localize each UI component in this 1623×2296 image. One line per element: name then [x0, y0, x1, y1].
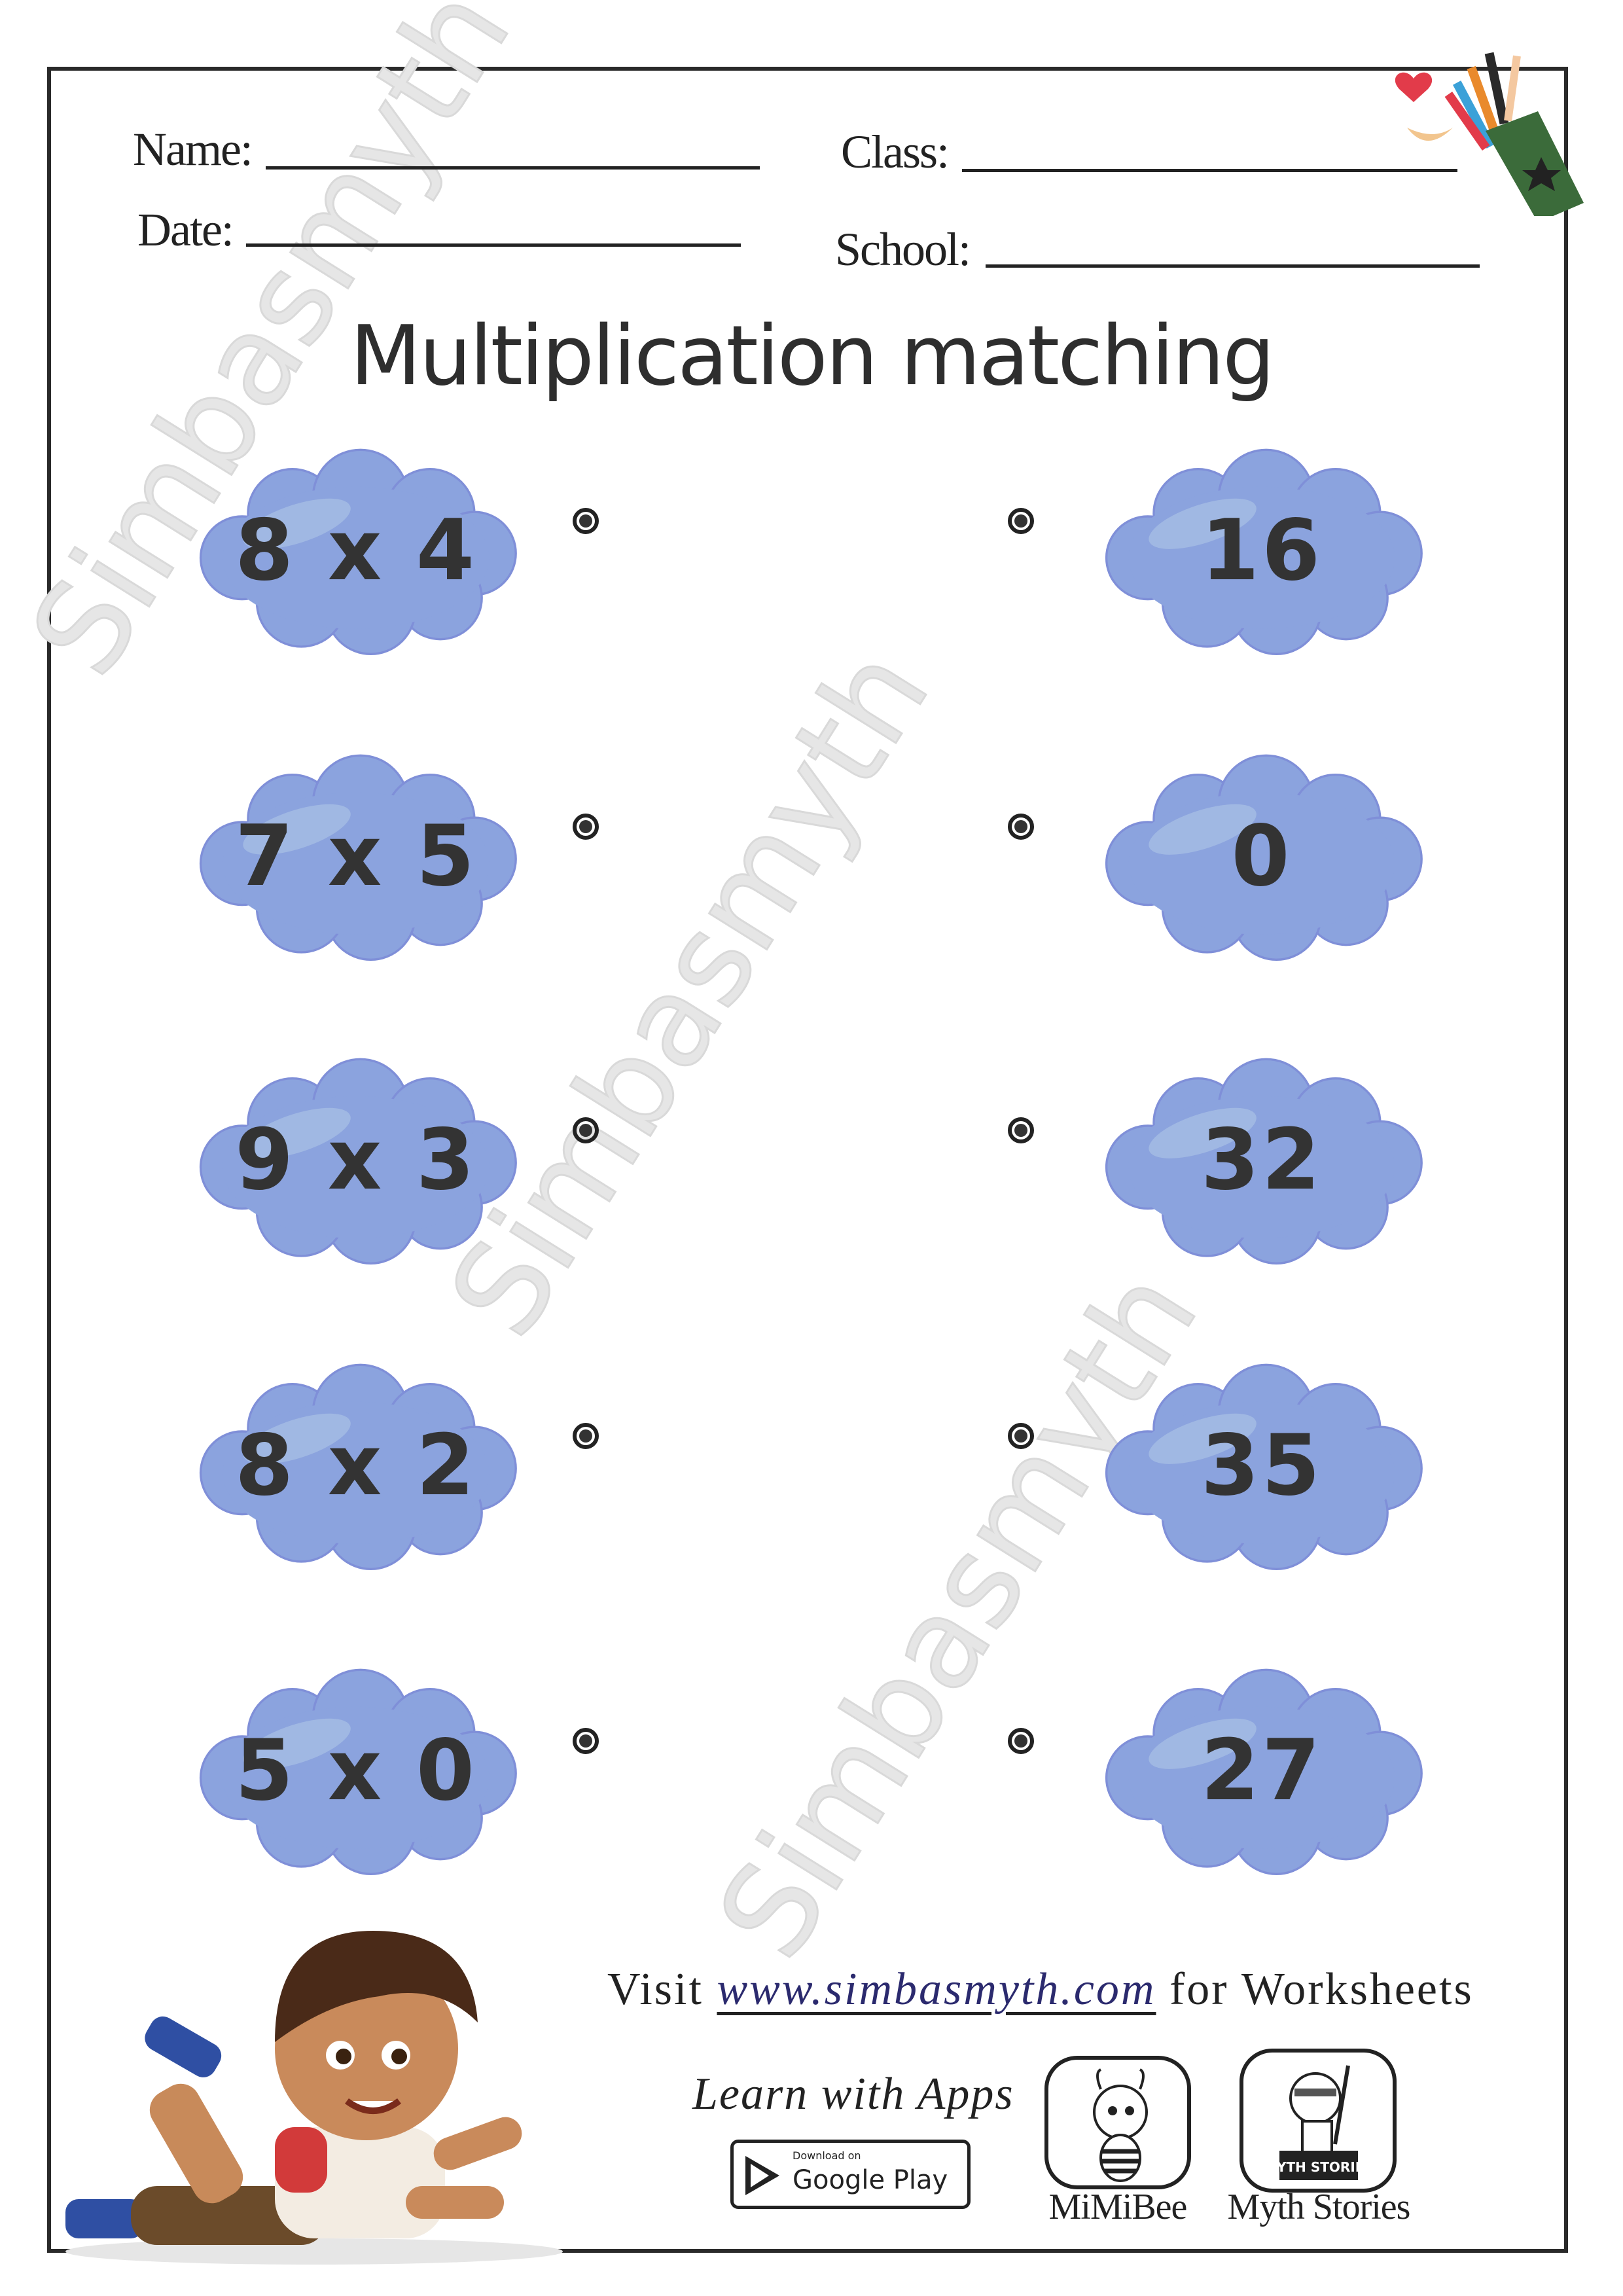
answer-text: 0	[1231, 807, 1293, 905]
question-text: 8 x 4	[235, 501, 477, 600]
question-text: 5 x 0	[235, 1721, 477, 1820]
cloud-shape	[1105, 1668, 1423, 1875]
cloud-shape	[1105, 1363, 1423, 1570]
cloud-shape	[199, 1363, 517, 1570]
question-cloud: 8 x 2	[186, 1361, 526, 1570]
visit-prefix: Visit	[607, 1964, 704, 2015]
myth-stories-label: Myth Stories	[1227, 2187, 1411, 2227]
right-match-dot[interactable]	[1008, 814, 1034, 840]
left-match-dot[interactable]	[573, 508, 599, 534]
left-match-dot[interactable]	[573, 1728, 599, 1754]
cloud-shape	[199, 754, 517, 961]
answer-cloud: 0	[1092, 751, 1432, 961]
question-cloud: 5 x 0	[186, 1666, 526, 1875]
cloud-shape	[1105, 1058, 1423, 1265]
question-text: 8 x 2	[235, 1416, 477, 1515]
answer-text: 35	[1200, 1416, 1323, 1515]
cloud-shape	[199, 1668, 517, 1875]
school-label: School:	[835, 223, 971, 276]
pencil-cup-icon	[1395, 52, 1584, 216]
myth-stories-app-icon[interactable]: MYTH STORIES	[1240, 2049, 1397, 2193]
class-field[interactable]	[962, 169, 1457, 172]
cloud-shape	[1105, 754, 1423, 961]
answer-cloud: 35	[1092, 1361, 1432, 1570]
right-match-dot[interactable]	[1008, 1117, 1034, 1143]
left-match-dot[interactable]	[573, 1423, 599, 1449]
answer-cloud: 27	[1092, 1666, 1432, 1875]
right-match-dot[interactable]	[1008, 1423, 1034, 1449]
google-play-small-text: Download on	[793, 2149, 861, 2162]
answer-cloud: 32	[1092, 1055, 1432, 1265]
myth-logo-text: MYTH STORIES	[1264, 2159, 1374, 2175]
date-field[interactable]	[246, 243, 741, 247]
boy-illustration	[65, 1931, 563, 2265]
answer-text: 27	[1200, 1721, 1323, 1820]
answer-text: 32	[1200, 1111, 1323, 1209]
name-label: Name:	[133, 123, 253, 175]
cloud-shape	[199, 1058, 517, 1265]
warrior-icon: MYTH STORIES	[1264, 2065, 1374, 2180]
learn-with-apps-label: Learn with Apps	[692, 2069, 1014, 2119]
left-match-dot[interactable]	[573, 1117, 599, 1143]
right-match-dot[interactable]	[1008, 1728, 1034, 1754]
name-field[interactable]	[266, 166, 760, 170]
cloud-shape	[199, 448, 517, 655]
question-cloud: 7 x 5	[186, 751, 526, 961]
google-play-icon	[745, 2156, 779, 2195]
right-match-dot[interactable]	[1008, 508, 1034, 534]
visit-suffix: for Worksheets	[1169, 1964, 1474, 2015]
left-match-dot[interactable]	[573, 814, 599, 840]
page-border	[47, 67, 1568, 2253]
mimibee-app-icon[interactable]	[1044, 2056, 1191, 2189]
google-play-button[interactable]: Download on Google Play	[730, 2140, 971, 2209]
cloud-shape	[1105, 448, 1423, 655]
school-field[interactable]	[986, 264, 1480, 268]
answer-text: 16	[1200, 501, 1323, 600]
question-text: 7 x 5	[235, 807, 477, 905]
bee-icon	[1093, 2068, 1148, 2182]
question-cloud: 9 x 3	[186, 1055, 526, 1265]
class-label: Class:	[841, 126, 950, 178]
date-label: Date:	[137, 204, 234, 256]
question-cloud: 8 x 4	[186, 446, 526, 655]
google-play-text: Google Play	[793, 2165, 948, 2195]
website-link[interactable]: www.simbasmyth.com	[717, 1964, 1156, 2015]
question-text: 9 x 3	[235, 1111, 477, 1209]
answer-cloud: 16	[1092, 446, 1432, 655]
visit-text: Visit www.simbasmyth.com for Worksheets	[607, 1964, 1474, 2016]
page-title: Multiplication matching	[349, 308, 1275, 404]
mimibee-label: MiMiBee	[1048, 2187, 1188, 2227]
